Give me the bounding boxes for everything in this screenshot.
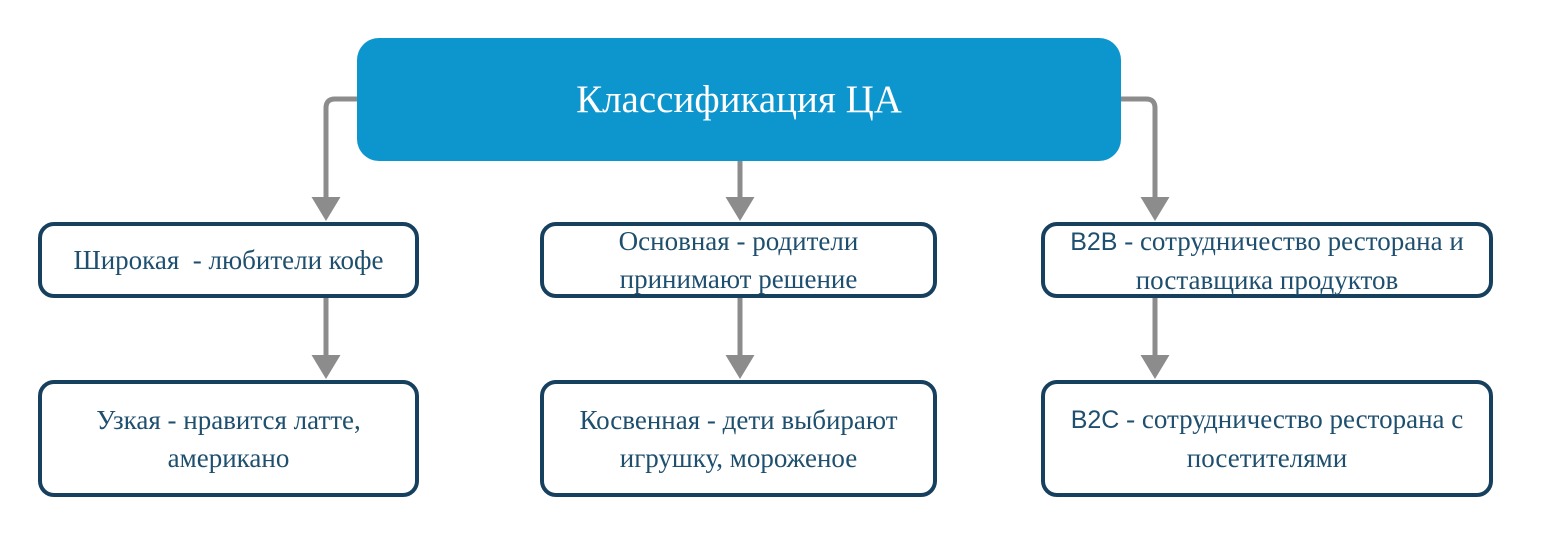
node-text-rest: - сотрудничество ресторана с <box>1119 404 1464 434</box>
arrow-header-to-wide <box>311 96 360 221</box>
node-text-line: B2C - сотрудничество ресторана с <box>1071 400 1464 439</box>
arrow-main-to-indirect <box>725 295 755 379</box>
arrow-b2b-to-b2c <box>1140 295 1170 379</box>
node-text-line: Косвенная - дети выбирают <box>579 404 898 435</box>
arrowhead-icon <box>1140 197 1170 221</box>
header-node: Классификация ЦА <box>357 38 1121 161</box>
arrowhead-icon <box>311 197 341 221</box>
node-text-rest: - сотрудничество ресторана и <box>1117 225 1464 256</box>
arrow-wide-to-narrow <box>311 295 341 379</box>
arrow-line <box>323 96 360 201</box>
node-text-line: B2B - сотрудничество ресторана и <box>1070 222 1464 261</box>
arrow-line <box>1118 96 1158 201</box>
node-text-line: Широкая - любители кофе <box>73 245 384 275</box>
node-text-line: Узкая - нравится латте, <box>96 404 361 435</box>
diagram-title: Классификация ЦА <box>576 78 902 121</box>
arrow-header-to-main <box>725 158 755 221</box>
node-text-line: поставщика продуктов <box>1135 264 1399 295</box>
arrowhead-icon <box>311 355 341 379</box>
b2c-prefix: B2C <box>1070 406 1120 434</box>
node-text-line: принимают решение <box>619 264 858 294</box>
node-b2c-audience: B2C - сотрудничество ресторана с посетит… <box>1041 380 1493 497</box>
node-text-line: Основная - родители <box>618 226 859 256</box>
arrowhead-icon <box>725 197 755 221</box>
node-b2b-audience: B2B - сотрудничество ресторана и поставщ… <box>1041 222 1493 298</box>
node-text-line: американо <box>167 442 290 473</box>
node-narrow-audience: Узкая - нравится латте, американо <box>38 380 419 497</box>
arrowhead-icon <box>1140 355 1170 379</box>
node-main-audience: Основная - родители принимают решение <box>540 222 937 298</box>
node-wide-audience: Широкая - любители кофе <box>38 222 419 298</box>
arrowhead-icon <box>725 355 755 379</box>
node-text-line: игрушку, мороженое <box>619 442 858 473</box>
node-text-line: посетителями <box>1186 443 1348 473</box>
b2b-prefix: B2B <box>1070 227 1118 256</box>
node-indirect-audience: Косвенная - дети выбирают игрушку, морож… <box>540 380 937 497</box>
arrow-header-to-b2b <box>1118 96 1170 221</box>
